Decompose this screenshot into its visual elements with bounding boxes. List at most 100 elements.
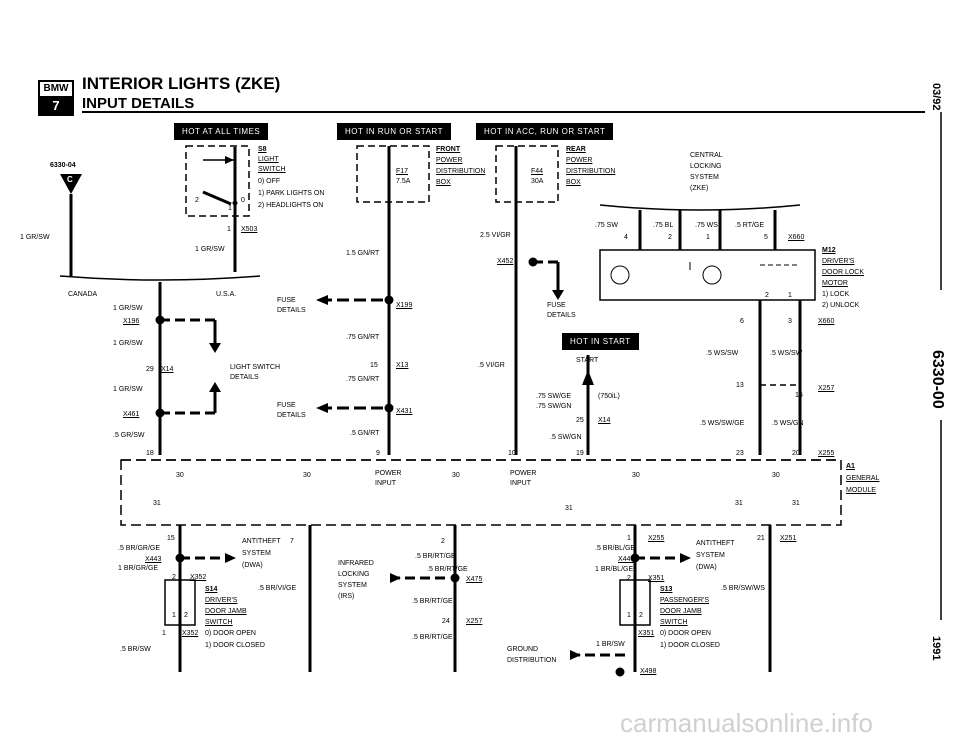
page-title: INTERIOR LIGHTS (ZKE) (82, 74, 281, 93)
node-31-c: 31 (735, 500, 743, 507)
750il-label: (750iL) (598, 393, 620, 400)
wire-sw-75: .75 SW (595, 222, 618, 229)
wire-br-sw-ws: .5 BR/SW/WS (721, 585, 765, 592)
power-input-2b: INPUT (510, 480, 531, 487)
wire-ws-75: .75 WS (695, 222, 718, 229)
pin-2: 2 (668, 234, 672, 241)
x475-connector: X475 (466, 576, 483, 583)
x13-connector: X13 (396, 362, 409, 369)
pin-4: 4 (624, 234, 628, 241)
x352-connector-a: X352 (190, 574, 207, 581)
pin-1b: 1 (706, 234, 710, 241)
s14-2: DRIVER'S (205, 597, 238, 604)
rear-pdb-4: BOX (566, 179, 581, 186)
wire-br-sw-1: 1 BR/SW (596, 641, 625, 648)
wire-gn-rt-75a: .75 GN/RT (346, 334, 380, 341)
motor-pin-1: 1 (788, 292, 792, 299)
x199-connector: X199 (396, 302, 413, 309)
bmw-logo-sub: 7 (40, 98, 72, 114)
wire-gr-sw-4: 1 GR/SW (113, 340, 143, 347)
wire-gr-sw-5: 1 GR/SW (113, 386, 143, 393)
node-31-a: 31 (153, 500, 161, 507)
pin-15b: 15 (167, 535, 175, 542)
pin-25: 25 (576, 417, 584, 424)
wire-br-rt-ge-c: .5 BR/RT/GE (412, 598, 453, 605)
pin-3: 3 (788, 318, 792, 325)
motor-6: 2) UNLOCK (822, 302, 860, 309)
module-general: GENERAL (846, 475, 880, 482)
central-3: SYSTEM (690, 174, 719, 181)
rear-pdb-2: POWER (566, 157, 593, 164)
pin-24: 24 (442, 618, 450, 625)
x443-connector: X443 (145, 556, 162, 563)
x255-connector-b: X255 (648, 535, 665, 542)
pin-10: 10 (508, 450, 516, 457)
wire-br-bl-ge-1: 1 BR/BL/GE (595, 566, 634, 573)
antitheft-l-2: SYSTEM (242, 550, 271, 557)
pin-6: 6 (740, 318, 744, 325)
f17-fuse: F17 (396, 168, 409, 175)
wire-gn-rt-15: 1.5 GN/RT (346, 250, 380, 257)
x196-connector: X196 (123, 318, 140, 325)
switch-pos2: 2 (195, 197, 199, 204)
pin-1: 1 (227, 226, 231, 233)
ground-2: DISTRIBUTION (507, 657, 557, 664)
pin-15: 15 (370, 362, 378, 369)
f17-amp: 7.5A (396, 178, 411, 185)
pin-21: 21 (757, 535, 765, 542)
pin-1-c: 1 (162, 630, 166, 637)
pin-2-c: 2 (627, 575, 631, 582)
wire-br-bl-ge-5: .5 BR/BL/GE (595, 545, 636, 552)
s13-label: S13 (660, 586, 673, 593)
node-31-b: 31 (565, 505, 573, 512)
s8-label: S8 (258, 146, 267, 153)
door-closed-l: 1) DOOR CLOSED (205, 642, 265, 649)
fuse-details-1b: DETAILS (277, 307, 306, 314)
ref-code: 6330-04 (50, 162, 76, 169)
s13-2: PASSENGER'S (660, 597, 710, 604)
module-a1: A1 (846, 463, 855, 470)
hot-run-start-bar: HOT IN RUN OR START (337, 123, 451, 140)
hot-start-bar: HOT IN START (562, 333, 639, 350)
x660-connector-a: X660 (788, 234, 805, 241)
pin-7: 7 (290, 538, 294, 545)
pin-29: 29 (146, 366, 154, 373)
switch-opt0: 0) OFF (258, 178, 281, 185)
s13-sw2: 2 (639, 612, 643, 619)
node-30-d: 30 (632, 472, 640, 479)
antitheft-l-3: (DWA) (242, 562, 263, 569)
light-switch-line2: SWITCH (258, 166, 286, 173)
node-30-c: 30 (452, 472, 460, 479)
rear-pdb-3: DISTRIBUTION (566, 168, 616, 175)
motor-5: 1) LOCK (822, 291, 850, 298)
switch-opt2: 2) HEADLIGHTS ON (258, 202, 324, 209)
pin-1-d: 1 (627, 535, 631, 542)
f44-amp: 30A (531, 178, 544, 185)
light-switch-line1: LIGHT (258, 156, 279, 163)
motor-m12: M12 (822, 247, 836, 254)
watermark: carmanualsonline.info (620, 708, 873, 738)
x251-connector: X251 (780, 535, 797, 542)
ground-1: GROUND (507, 646, 539, 653)
x255-connector: X255 (818, 450, 835, 457)
s14-4: SWITCH (205, 619, 233, 626)
switch-opt1: 1) PARK LIGHTS ON (258, 190, 325, 197)
wire-sw-ge: .75 SW/GE (536, 393, 572, 400)
motor-2: DRIVER'S (822, 258, 855, 265)
wire-br-gr-ge-15: .5 BR/GR/GE (118, 545, 161, 552)
front-pdb-3: DISTRIBUTION (436, 168, 486, 175)
wire-br-vi-ge: .5 BR/VI/GE (258, 585, 297, 592)
pin-19: 19 (576, 450, 584, 457)
wire-br-rt-ge-a: .5 BR/RT/GE (415, 553, 456, 560)
fuse-details-2a: FUSE (277, 402, 296, 409)
wire-vi-gr-5: .5 VI/GR (478, 362, 505, 369)
rear-pdb-1: REAR (566, 146, 586, 153)
wire-gn-rt-75b: .75 GN/RT (346, 376, 380, 383)
infrared-3: SYSTEM (338, 582, 367, 589)
node-31-d: 31 (792, 500, 800, 507)
s13-3: DOOR JAMB (660, 608, 702, 615)
light-switch-details-2: DETAILS (230, 374, 259, 381)
fuse-details-3a: FUSE (547, 302, 566, 309)
x452-connector: X452 (497, 258, 514, 265)
s14-sw1: 1 (172, 612, 176, 619)
